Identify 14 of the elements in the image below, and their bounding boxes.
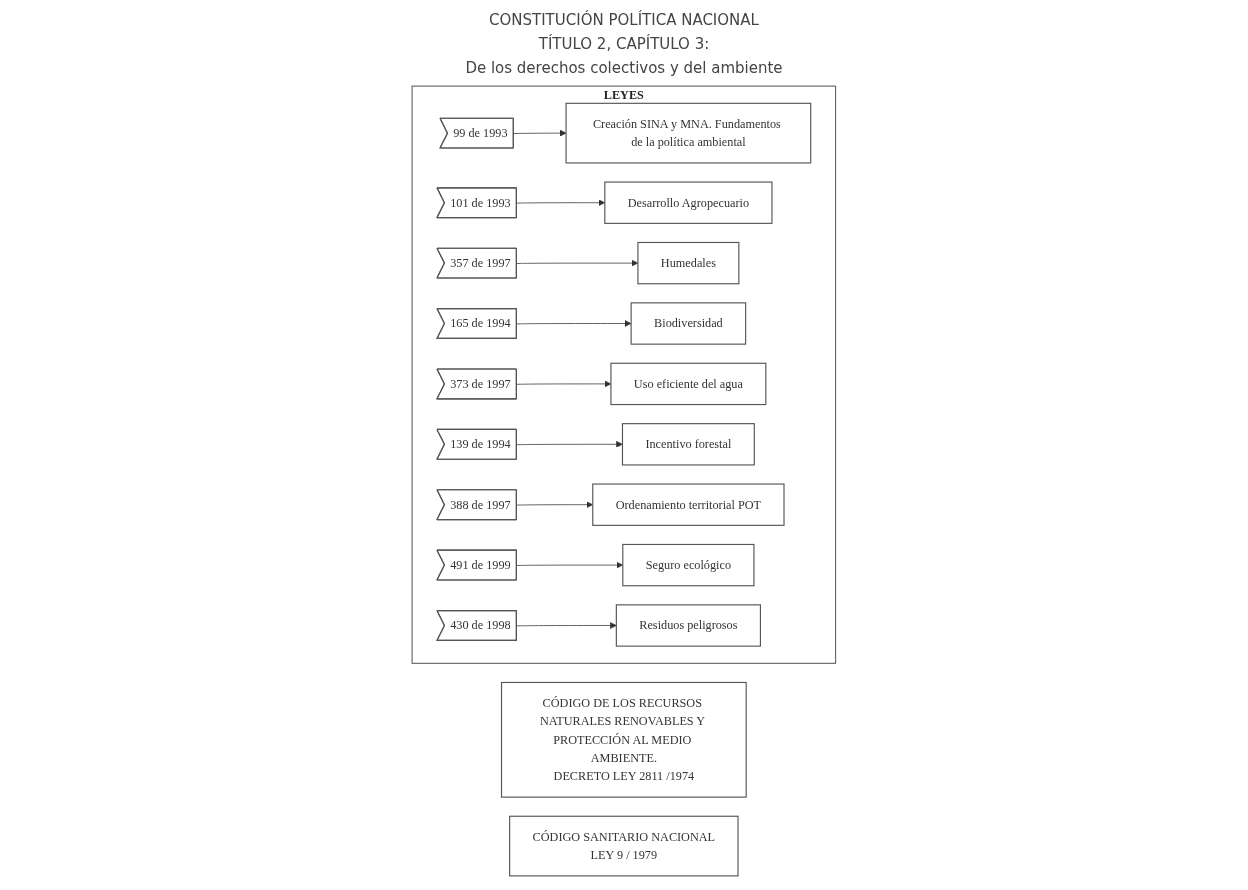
node-box: Creación SINA y MNA. Fundamentos de la política ambiental [565,102,812,164]
node-box: Residuos peligrosos [615,604,762,647]
node-box: CÓDIGO SANITARIO NACIONAL LEY 9 / 1979 [509,815,739,877]
node-box: Incentivo forestal [622,423,756,466]
node-box: Humedales [637,241,740,285]
heading-text: De los derechos colectivos y del ambiente [465,58,783,79]
node-box: CÓDIGO DE LOS RECURSOS NATURALES RENOVABLES Y PROTECCIÓN AL MEDIO AMBIENTE. DECRETO LEY 2811 /1974 [501,681,747,798]
node-box: Uso eficiente del agua [610,362,767,406]
node-box: Biodiversidad [630,302,747,345]
node-box: Seguro ecológico [622,543,755,587]
node-box: Desarrollo Agropecuario [604,181,773,224]
node-box: Ordenamiento territorial POT [592,483,785,526]
heading-text: CONSTITUCIÓN POLÍTICA NACIONAL [488,9,760,31]
heading-text: TÍTULO 2, CAPÍTULO 3: [537,33,711,55]
